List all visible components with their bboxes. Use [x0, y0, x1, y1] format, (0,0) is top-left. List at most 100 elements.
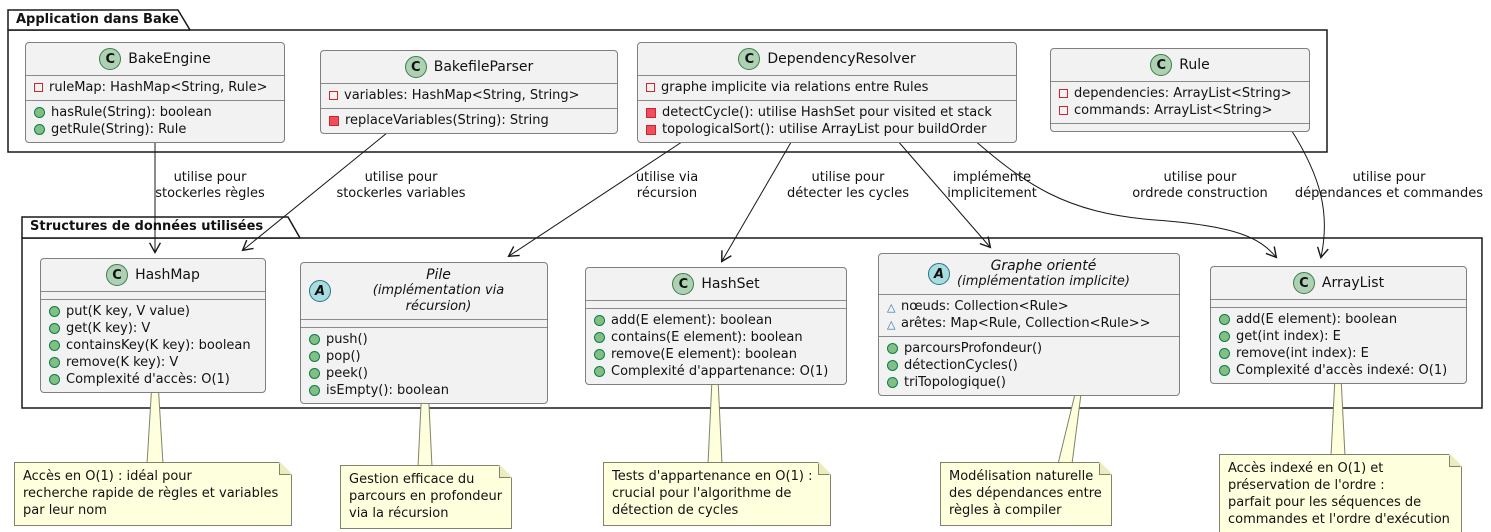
- attributes-compartment-empty: [41, 291, 265, 299]
- method-text: pop(): [326, 349, 361, 364]
- public-method-icon: [594, 349, 605, 360]
- class-name: HashSet: [701, 276, 760, 292]
- attribute-row: nœuds: Collection<Rule>: [887, 298, 1171, 315]
- private-field-icon: [1059, 106, 1068, 115]
- note-line: préservation de l'ordre :: [1228, 478, 1385, 493]
- attribute-text: nœuds: Collection<Rule>: [901, 299, 1069, 314]
- method-row: Complexité d'accès: O(1): [49, 371, 257, 388]
- method-text: remove(K key): V: [66, 355, 179, 370]
- class-header: C BakeEngine: [26, 43, 284, 75]
- methods-compartment: add(E element): boolean contains(E eleme…: [586, 308, 846, 384]
- attributes-compartment: dependencies: ArrayList<String> commands…: [1051, 81, 1309, 123]
- class-icon: C: [106, 264, 129, 286]
- attributes-compartment: graphe implicite via relations entre Rul…: [638, 75, 1016, 100]
- class-name: BakefileParser: [433, 59, 534, 75]
- method-text: parcoursProfondeur(): [904, 341, 1043, 356]
- edge-label-line: utilise pour: [1352, 170, 1426, 185]
- method-text: push(): [326, 332, 368, 347]
- private-method-icon: [329, 115, 339, 126]
- class-icon: C: [1150, 54, 1173, 76]
- abstract-class-icon: A: [309, 280, 331, 302]
- public-method-icon: [594, 315, 605, 326]
- attributes-compartment-empty: [301, 319, 547, 327]
- public-method-icon: [34, 124, 45, 135]
- method-row: parcoursProfondeur(): [887, 340, 1171, 357]
- note-arraylist: Accès indexé en O(1) et préservation de …: [1219, 454, 1462, 532]
- attribute-row: commands: ArrayList<String>: [1059, 102, 1301, 119]
- edge-label-line: implicitement: [947, 186, 1037, 201]
- edge-label-line: utilise pour: [173, 170, 247, 185]
- method-row: get(int index): E: [1219, 328, 1458, 345]
- public-method-icon: [34, 107, 45, 118]
- class-rule: C Rule dependencies: ArrayList<String> c…: [1050, 48, 1310, 132]
- class-header: C BakefileParser: [321, 51, 617, 83]
- edge-dependencyresolver-arraylist: [964, 131, 1278, 259]
- package-field-icon: [887, 316, 899, 331]
- methods-compartment: detectCycle(): utilise HashSet pour visi…: [638, 100, 1016, 142]
- method-text: Complexité d'accès indexé: O(1): [1236, 363, 1448, 378]
- method-row: Complexité d'accès indexé: O(1): [1219, 362, 1458, 379]
- attribute-text: arêtes: Map<Rule, Collection<Rule>>: [901, 316, 1151, 331]
- class-icon: C: [672, 273, 695, 295]
- method-text: put(K key, V value): [66, 304, 190, 319]
- method-text: get(K key): V: [66, 321, 151, 336]
- attribute-row: ruleMap: HashMap<String, Rule>: [34, 79, 276, 96]
- private-field-icon: [1059, 89, 1068, 98]
- class-name: Graphe orienté: [990, 258, 1097, 274]
- method-row: remove(K key): V: [49, 354, 257, 371]
- edge-label-line: implémente: [952, 170, 1032, 185]
- edge-label-line: utilise pour: [811, 170, 885, 185]
- method-row: getRule(String): Rule: [34, 121, 276, 138]
- method-text: add(E element): boolean: [611, 313, 773, 328]
- class-graphe-oriente: A Graphe orienté (implémentation implici…: [878, 253, 1180, 396]
- method-text: detectCycle(): utilise HashSet pour visi…: [662, 105, 992, 120]
- class-hashmap: C HashMap put(K key, V value) get(K key)…: [40, 258, 266, 393]
- method-text: peek(): [326, 366, 368, 381]
- method-text: triTopologique(): [904, 375, 1007, 390]
- attributes-compartment: ruleMap: HashMap<String, Rule>: [26, 75, 284, 100]
- method-row: triTopologique(): [887, 374, 1171, 391]
- note-graphe: Modélisation naturelle des dépendances e…: [940, 462, 1112, 526]
- edge-label-line: stockerles règles: [155, 186, 265, 201]
- class-header: C DependencyResolver: [638, 43, 1016, 75]
- method-text: détectionCycles(): [904, 358, 1018, 373]
- method-row: remove(E element): boolean: [594, 346, 838, 363]
- public-method-icon: [887, 343, 898, 354]
- edge-label-line: utilise pour: [1163, 170, 1237, 185]
- methods-compartment: put(K key, V value) get(K key): V contai…: [41, 299, 265, 392]
- method-row: put(K key, V value): [49, 303, 257, 320]
- method-row: Complexité d'appartenance: O(1): [594, 363, 838, 380]
- edge-dependencyresolver-pile: [507, 131, 698, 258]
- attribute-text: graphe implicite via relations entre Rul…: [661, 80, 929, 95]
- note-line: via la récursion: [349, 506, 449, 521]
- method-row: push(): [309, 331, 539, 348]
- edge-label-line: stockerles variables: [336, 186, 466, 201]
- method-text: hasRule(String): boolean: [51, 105, 212, 120]
- method-row: remove(int index): E: [1219, 345, 1458, 362]
- public-method-icon: [309, 385, 320, 396]
- note-line: Gestion efficace du: [349, 472, 475, 487]
- attributes-compartment: nœuds: Collection<Rule> arêtes: Map<Rule…: [879, 294, 1179, 336]
- method-text: containsKey(K key): boolean: [66, 338, 251, 353]
- class-dependencyresolver: C DependencyResolver graphe implicite vi…: [637, 42, 1017, 143]
- edge-label-line: détecter les cycles: [787, 186, 909, 201]
- method-row: détectionCycles(): [887, 357, 1171, 374]
- note-line: crucial pour l'algorithme de: [612, 486, 792, 501]
- class-bakeengine: C BakeEngine ruleMap: HashMap<String, Ru…: [25, 42, 285, 143]
- method-row: add(E element): boolean: [1219, 311, 1458, 328]
- edge-label-line: utilise pour: [364, 170, 438, 185]
- public-method-icon: [594, 366, 605, 377]
- edge-bakefileparser-hashmap: [241, 123, 399, 252]
- class-icon: C: [1292, 272, 1315, 294]
- edge-dependencyresolver-graphe: [889, 131, 992, 249]
- note-line: par leur nom: [23, 503, 107, 518]
- class-header: C Rule: [1051, 49, 1309, 81]
- note-line: recherche rapide de règles et variables: [23, 486, 279, 501]
- methods-compartment: replaceVariables(String): String: [321, 108, 617, 133]
- private-field-icon: [329, 91, 338, 100]
- attribute-text: variables: HashMap<String, String>: [344, 88, 580, 103]
- note-line: commandes et l'ordre d'exécution: [1228, 512, 1450, 527]
- class-header: C ArrayList: [1211, 267, 1466, 299]
- class-icon: C: [738, 48, 761, 70]
- private-method-icon: [646, 124, 656, 135]
